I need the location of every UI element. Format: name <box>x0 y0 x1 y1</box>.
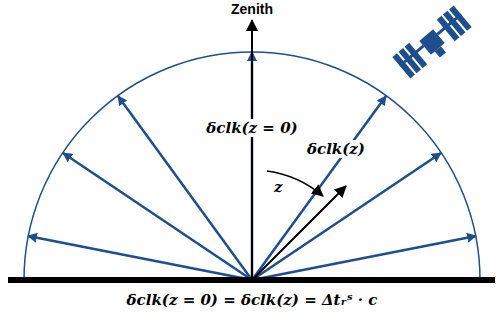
zenith-label: Zenith <box>229 0 275 18</box>
zenith-delay-label: δclk(z = 0) <box>204 119 299 137</box>
slant-delay-label: δclk(z) <box>305 140 367 158</box>
zenith-angle-label: z <box>272 178 285 196</box>
zenith-arrow <box>251 20 253 280</box>
ground-line <box>8 277 495 283</box>
satellite-arrow <box>252 186 346 280</box>
satellite-icon <box>392 6 473 81</box>
zenith-angle-arc <box>267 171 323 196</box>
equation-label: δclk(z = 0) = δclk(z) = Δtᵣˢ · c <box>125 291 380 309</box>
